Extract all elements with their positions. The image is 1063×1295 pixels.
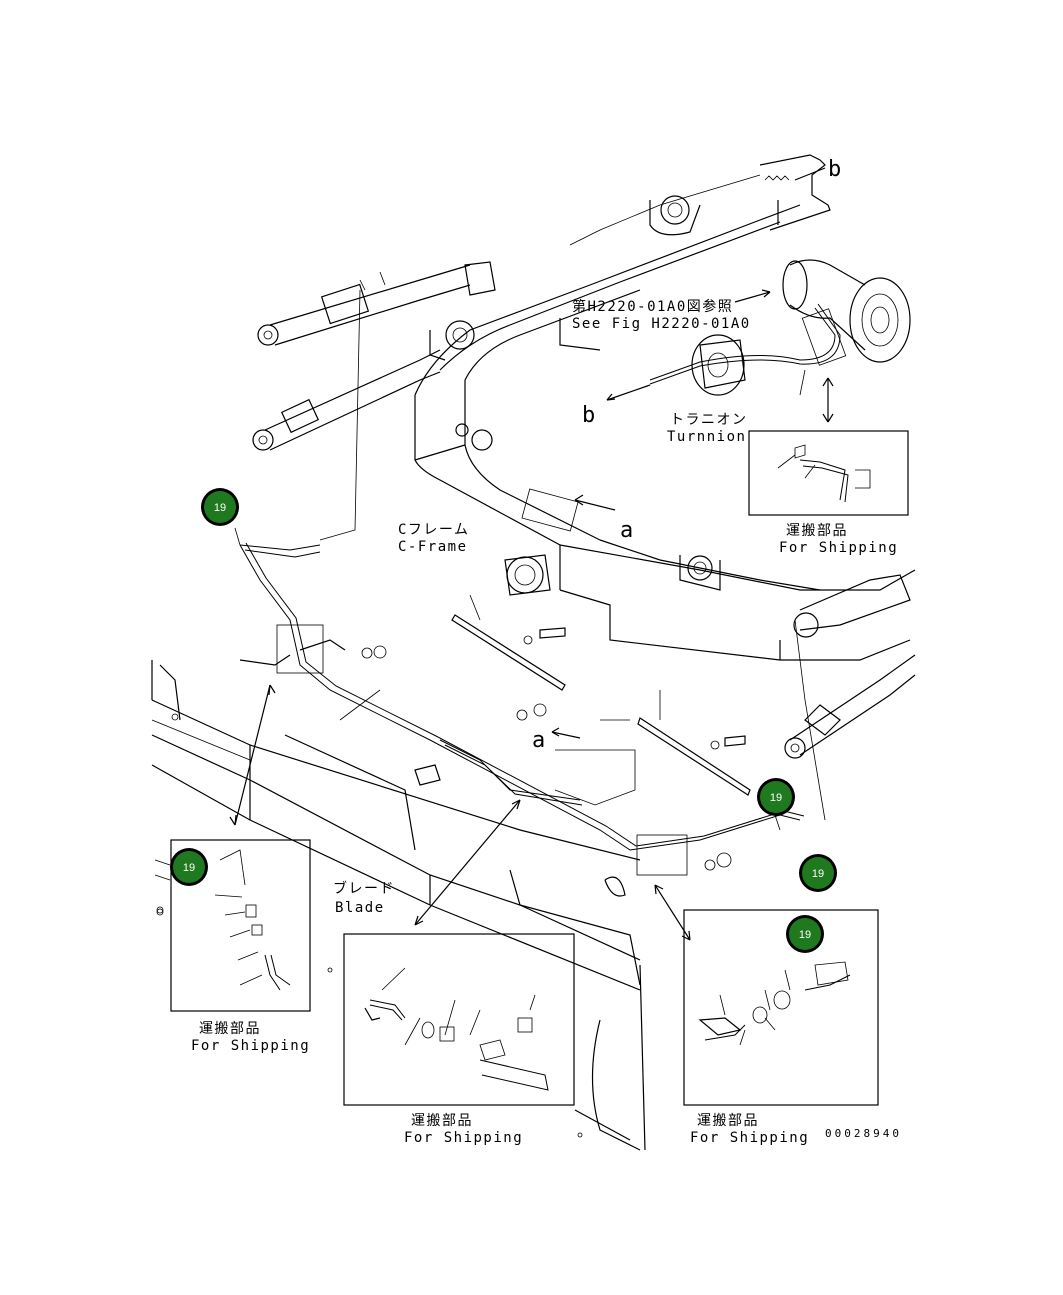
callout-number: 19	[214, 502, 226, 514]
callout-bubble	[760, 781, 792, 813]
shipping-detail-bottom-right	[683, 909, 879, 1106]
callout-number: 19	[799, 929, 811, 941]
callout-19[interactable]: 19	[786, 915, 824, 953]
c-frame-label: Cフレーム C-Frame	[398, 522, 470, 555]
shipping-jp: 運搬部品	[786, 523, 848, 539]
trunnion-hub	[649, 259, 911, 396]
shipping-label-bottom-right: 運搬部品 For Shipping	[690, 1113, 809, 1146]
blade-label: ブレード Blade	[333, 880, 395, 916]
callout-19[interactable]: 19	[170, 848, 208, 886]
view-a-label: a	[532, 728, 545, 753]
view-b-label: b	[828, 157, 841, 182]
reference-note: 第H2220-01A0図参照 See Fig H2220-01A0	[572, 298, 751, 332]
view-b-label: b	[582, 403, 595, 428]
shipping-detail-top-right	[748, 430, 909, 516]
callout-19[interactable]: 19	[799, 854, 837, 892]
trunnion-label: トラニオン Turnnion	[667, 412, 748, 445]
shipping-label-top-right: 運搬部品 For Shipping	[779, 523, 898, 556]
shipping-detail-center	[343, 933, 575, 1106]
drawing-number: 00028940	[825, 1127, 902, 1140]
shipping-en: For Shipping	[191, 1038, 310, 1054]
shipping-label-left: 運搬部品 For Shipping	[191, 1021, 310, 1054]
lift-cylinders	[252, 261, 916, 759]
callout-number: 19	[812, 868, 824, 880]
shipping-label-center: 運搬部品 For Shipping	[404, 1113, 523, 1146]
shipping-detail-left	[154, 839, 311, 1012]
shipping-en: For Shipping	[404, 1130, 523, 1146]
reference-en: See Fig H2220-01A0	[572, 316, 751, 332]
callout-number: 19	[770, 792, 782, 804]
callout-bubble	[204, 491, 236, 523]
view-a-label: a	[620, 518, 633, 543]
reference-jp: 第H2220-01A0図参照	[572, 298, 733, 315]
trunnion-en: Turnnion	[667, 429, 746, 445]
callout-bubble	[173, 851, 205, 883]
shipping-en: For Shipping	[779, 540, 898, 556]
blade-jp: ブレード	[333, 880, 395, 897]
shipping-jp: 運搬部品	[199, 1021, 261, 1037]
blade-en: Blade	[335, 900, 385, 916]
shipping-en: For Shipping	[690, 1130, 809, 1146]
callout-number: 19	[183, 862, 195, 874]
c-frame	[414, 154, 916, 661]
shipping-jp: 運搬部品	[697, 1113, 759, 1129]
shipping-jp: 運搬部品	[411, 1113, 473, 1129]
blade	[151, 660, 646, 1151]
callout-bubble	[802, 857, 834, 889]
trunnion-jp: トラニオン	[670, 412, 748, 428]
callout-19[interactable]: 19	[201, 488, 239, 526]
c-frame-en: C-Frame	[398, 539, 468, 555]
callout-bubble	[789, 918, 821, 950]
callout-19[interactable]: 19	[757, 778, 795, 816]
c-frame-jp: Cフレーム	[398, 522, 470, 538]
hose-routing	[229, 167, 834, 941]
